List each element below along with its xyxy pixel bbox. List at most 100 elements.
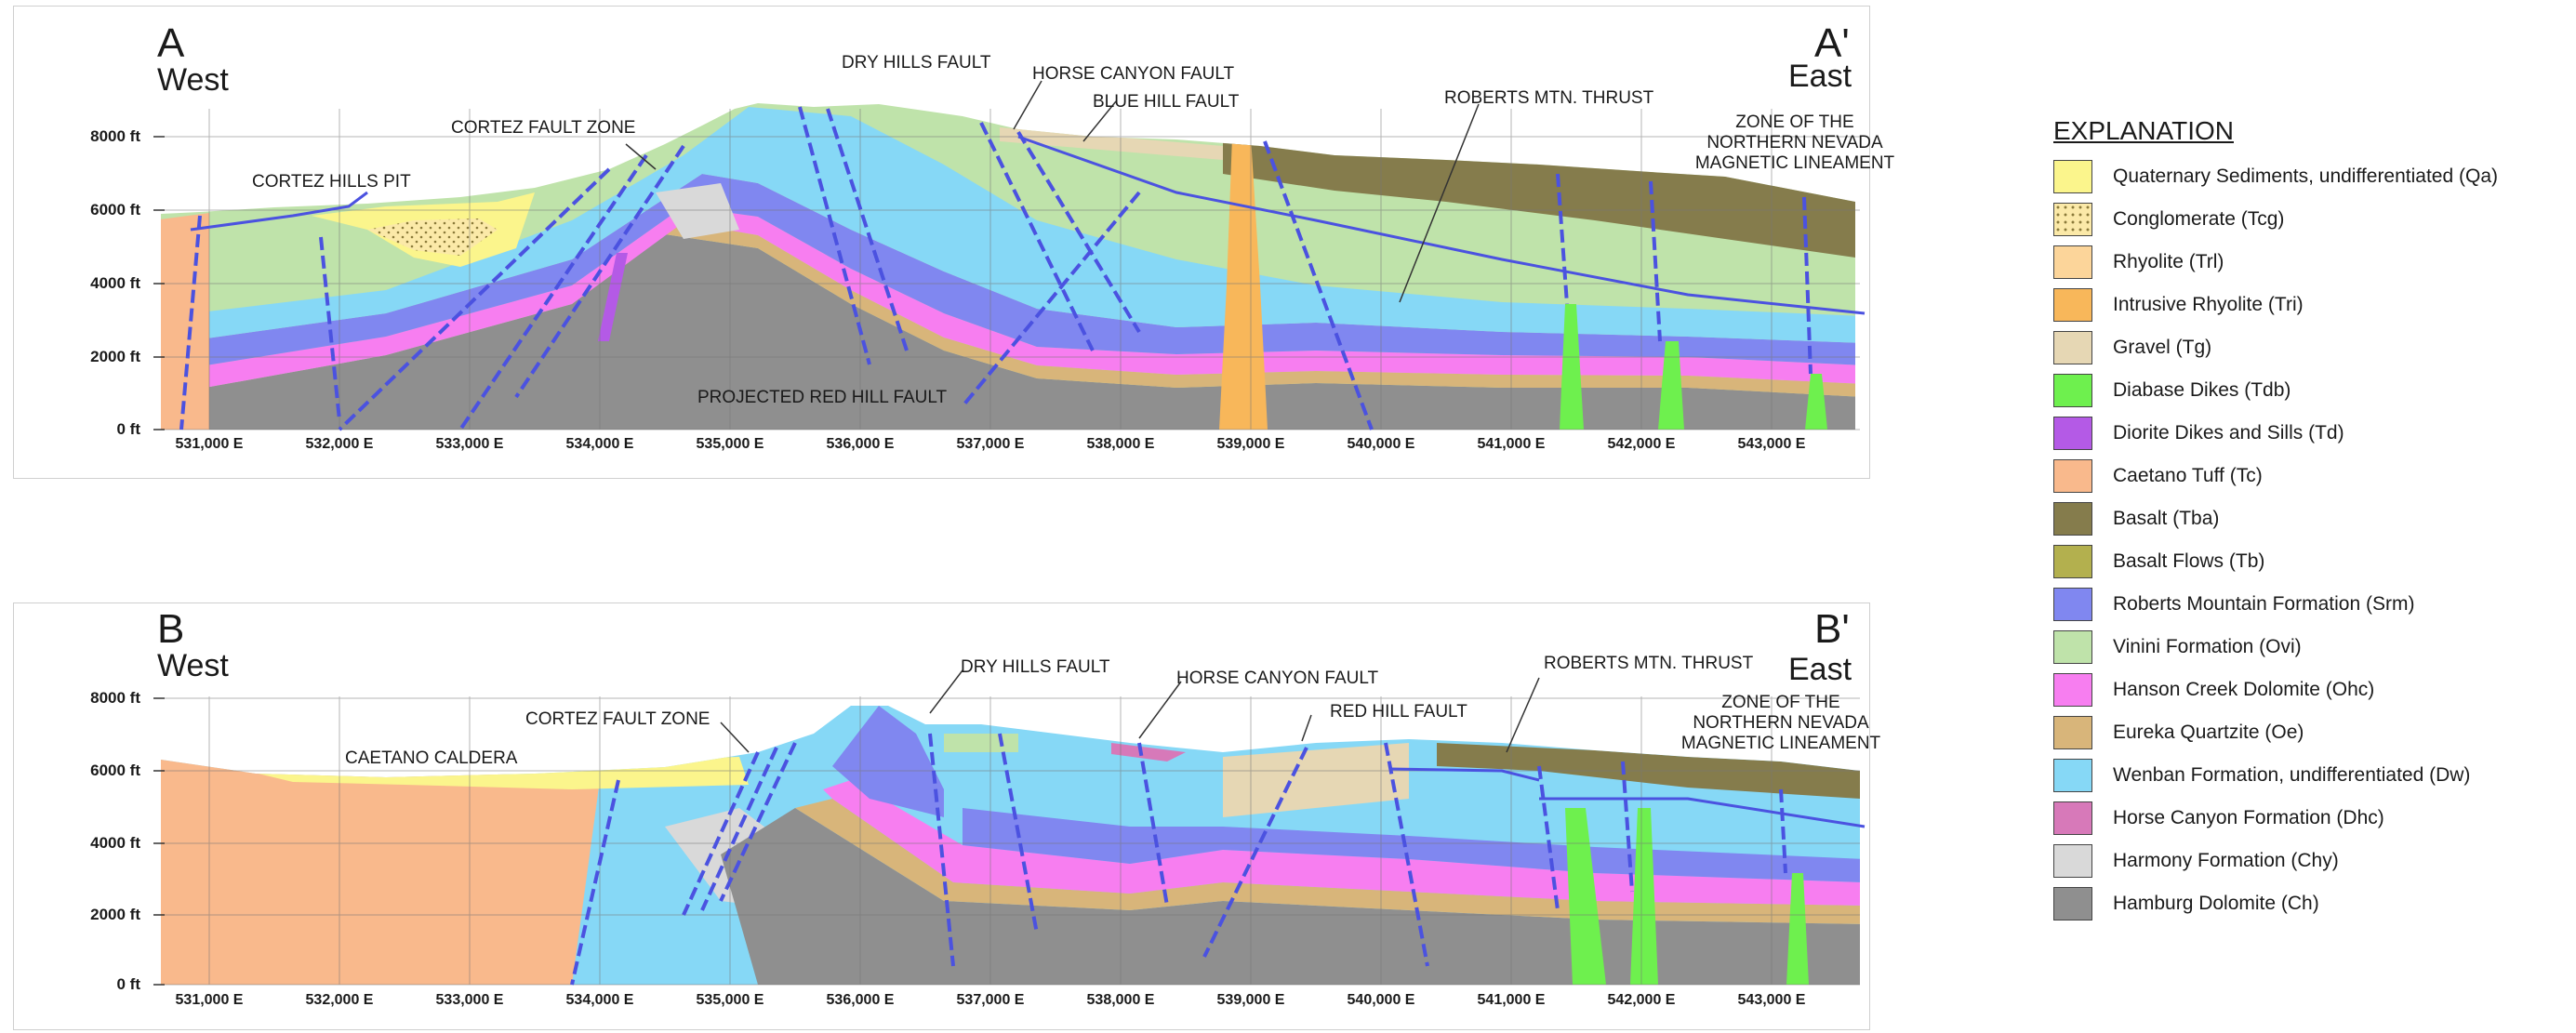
x-tick-label: 535,000 E [696, 992, 764, 1008]
zone-label-line2: NORTHERN NEVADA [1706, 133, 1883, 152]
legend-items: Quaternary Sediments, undifferentiated (… [2053, 155, 2574, 925]
legend: EXPLANATION Quaternary Sediments, undiff… [2053, 116, 2574, 925]
x-tick-label: 538,000 E [1086, 436, 1155, 452]
cortez-hills-pit-label: CORTEZ HILLS PIT [252, 172, 411, 192]
x-tick-label: 537,000 E [956, 992, 1025, 1008]
legend-label: Basalt Flows (Tb) [2113, 550, 2265, 572]
x-tick-label: 537,000 E [956, 436, 1025, 452]
legend-label: Wenban Formation, undifferentiated (Dw) [2113, 764, 2471, 786]
x-tick-label: 536,000 E [826, 992, 895, 1008]
projected-red-hill-fault-label: PROJECTED RED HILL FAULT [697, 388, 948, 407]
x-tick-label: 543,000 E [1737, 436, 1806, 452]
y-tick-label: 0 ft [116, 975, 141, 993]
x-tick-label: 539,000 E [1216, 436, 1285, 452]
legend-swatch [2053, 801, 2092, 835]
x-tick-label: 542,000 E [1607, 436, 1676, 452]
legend-label: Quaternary Sediments, undifferentiated (… [2113, 166, 2499, 187]
x-tick-label: 535,000 E [696, 436, 764, 452]
x-tick-label: 532,000 E [305, 436, 374, 452]
x-tick-label: 533,000 E [435, 436, 504, 452]
legend-item: Hanson Creek Dolomite (Ohc) [2053, 669, 2574, 711]
legend-title: EXPLANATION [2053, 116, 2234, 145]
section-b-west-label: West [157, 648, 229, 683]
legend-swatch [2053, 716, 2092, 749]
y-tick-label: 4000 ft [90, 834, 140, 852]
legend-item: Roberts Mountain Formation (Srm) [2053, 583, 2574, 626]
legend-label: Diabase Dikes (Tdb) [2113, 379, 2291, 401]
legend-label: Hanson Creek Dolomite (Ohc) [2113, 679, 2375, 700]
legend-item: Quaternary Sediments, undifferentiated (… [2053, 155, 2574, 198]
legend-label: Rhyolite (Trl) [2113, 251, 2224, 272]
zone-label-line1: ZONE OF THE [1735, 113, 1854, 132]
cortez-fault-zone-label: CORTEZ FAULT ZONE [451, 118, 636, 138]
zone-label-line2: NORTHERN NEVADA [1693, 713, 1869, 733]
legend-label: Eureka Quartzite (Oe) [2113, 722, 2304, 743]
legend-item: Intrusive Rhyolite (Tri) [2053, 284, 2574, 326]
section-a-prime-label: A' [1814, 20, 1850, 66]
x-tick-label: 540,000 E [1347, 436, 1415, 452]
section-b-east-label: East [1788, 652, 1852, 687]
dry-hills-fault-label: DRY HILLS FAULT [842, 53, 991, 73]
x-tick-label: 540,000 E [1347, 992, 1415, 1008]
legend-swatch [2053, 288, 2092, 322]
x-tick-label: 542,000 E [1607, 992, 1676, 1008]
legend-label: Diorite Dikes and Sills (Td) [2113, 422, 2344, 444]
legend-label: Intrusive Rhyolite (Tri) [2113, 294, 2304, 315]
legend-swatch [2053, 331, 2092, 364]
caetano-caldera-label: CAETANO CALDERA [345, 748, 518, 768]
legend-swatch [2053, 502, 2092, 536]
legend-item: Conglomerate (Tcg) [2053, 198, 2574, 241]
legend-item: Basalt Flows (Tb) [2053, 540, 2574, 583]
legend-label: Conglomerate (Tcg) [2113, 208, 2285, 230]
horse-canyon-fault-label: HORSE CANYON FAULT [1032, 64, 1235, 84]
section-a-label: A [157, 20, 185, 66]
y-tick-label: 6000 ft [90, 201, 140, 219]
legend-item: Basalt (Tba) [2053, 497, 2574, 540]
legend-label: Harmony Formation (Chy) [2113, 850, 2339, 871]
x-tick-label: 532,000 E [305, 992, 374, 1008]
legend-item: Hamburg Dolomite (Ch) [2053, 882, 2574, 925]
legend-swatch [2053, 160, 2092, 193]
legend-item: Vinini Formation (Ovi) [2053, 626, 2574, 669]
legend-item: Harmony Formation (Chy) [2053, 840, 2574, 882]
x-tick-label: 541,000 E [1477, 436, 1546, 452]
legend-swatch [2053, 630, 2092, 664]
zone-label-line3: MAGNETIC LINEAMENT [1694, 153, 1895, 173]
y-tick-label: 8000 ft [90, 689, 140, 707]
legend-swatch [2053, 844, 2092, 878]
x-tick-label: 543,000 E [1737, 992, 1806, 1008]
legend-item: Gravel (Tg) [2053, 326, 2574, 369]
zone-label-line3: MAGNETIC LINEAMENT [1680, 734, 1881, 753]
legend-label: Hamburg Dolomite (Ch) [2113, 893, 2319, 914]
legend-item: Wenban Formation, undifferentiated (Dw) [2053, 754, 2574, 797]
legend-item: Diabase Dikes (Tdb) [2053, 369, 2574, 412]
legend-item: Eureka Quartzite (Oe) [2053, 711, 2574, 754]
y-tick-label: 6000 ft [90, 762, 140, 779]
x-tick-label: 534,000 E [565, 436, 634, 452]
legend-swatch [2053, 417, 2092, 450]
x-tick-label: 531,000 E [175, 436, 244, 452]
section-a-west-label: West [157, 62, 229, 98]
legend-label: Caetano Tuff (Tc) [2113, 465, 2263, 486]
zone-label-line1: ZONE OF THE [1721, 693, 1840, 712]
x-tick-label: 538,000 E [1086, 992, 1155, 1008]
horse-canyon-fault-label: HORSE CANYON FAULT [1176, 669, 1379, 688]
cross-section-a: A West A' East 8000 ft 6000 ft 4000 ft 2… [13, 6, 1894, 479]
legend-item: Diorite Dikes and Sills (Td) [2053, 412, 2574, 455]
cortez-fault-zone-label: CORTEZ FAULT ZONE [525, 709, 710, 729]
legend-swatch [2053, 459, 2092, 493]
cross-section-b: B West B' East 8000 ft 6000 ft 4000 ft 2… [13, 603, 1880, 1030]
x-tick-label: 534,000 E [565, 992, 634, 1008]
x-tick-label: 536,000 E [826, 436, 895, 452]
y-tick-label: 0 ft [116, 420, 141, 438]
dry-hills-fault-label: DRY HILLS FAULT [961, 657, 1110, 677]
legend-label: Horse Canyon Formation (Dhc) [2113, 807, 2384, 828]
y-tick-label: 4000 ft [90, 274, 140, 292]
roberts-mtn-thrust-label: ROBERTS MTN. THRUST [1544, 654, 1754, 673]
cross-section-b-drawing [153, 669, 1866, 986]
section-b-prime-label: B' [1814, 606, 1850, 652]
blue-hill-fault-label: BLUE HILL FAULT [1093, 92, 1240, 112]
red-hill-fault-label: RED HILL FAULT [1330, 702, 1467, 722]
legend-swatch [2053, 887, 2092, 920]
y-tick-label: 2000 ft [90, 906, 140, 923]
